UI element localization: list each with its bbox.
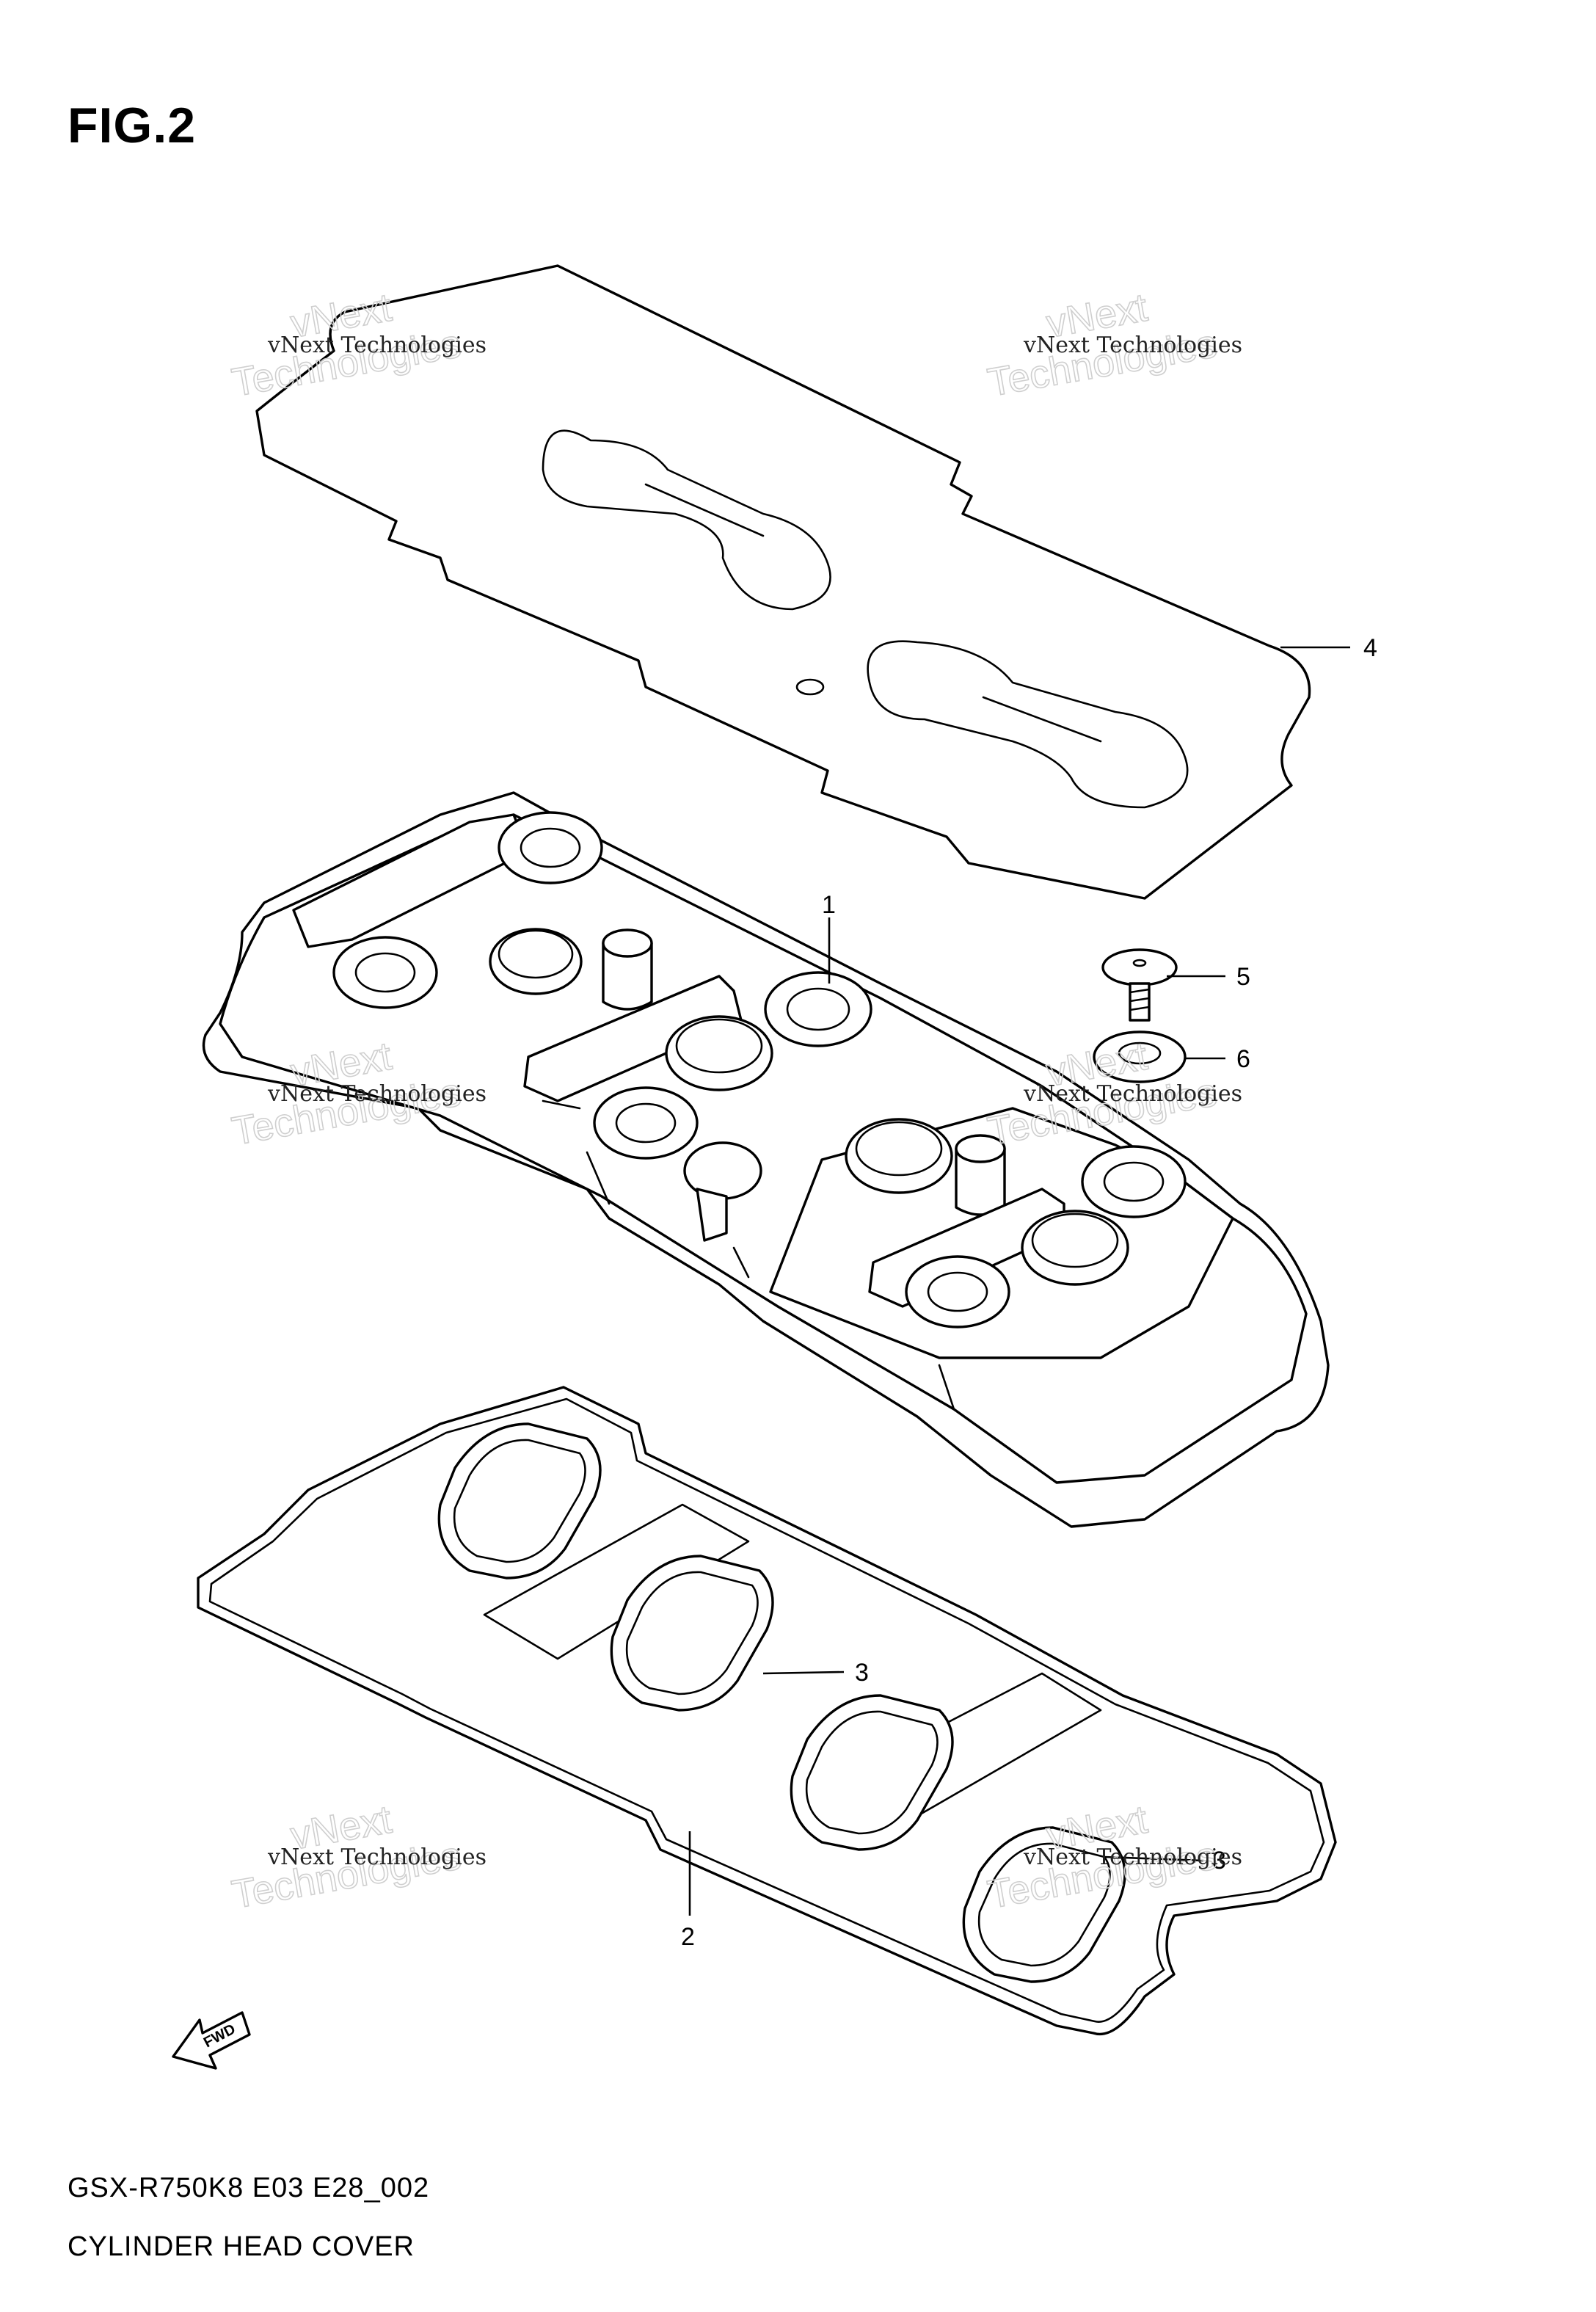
svg-text:vNext Technologies: vNext Technologies — [267, 332, 487, 358]
part-4-cover-plate — [255, 264, 1311, 900]
leader-lines — [688, 646, 1350, 1916]
cover-sensor-mount — [683, 1141, 762, 1242]
cover-bolt-boss-lower — [905, 1255, 1010, 1328]
cover-bolt-boss-left — [332, 936, 438, 1009]
model-code: GSX-R750K8 E03 E28_002 — [68, 2173, 430, 2203]
cover-bolt-boss-top — [498, 811, 603, 884]
cover-plug-hole-1 — [489, 928, 583, 995]
part-1-cylinder-head-cover — [202, 791, 1330, 1528]
callout-3-lower: 3 — [1212, 1847, 1226, 1875]
cover-bolt-boss-mid — [593, 1086, 699, 1160]
svg-text:vNext Technologies: vNext Technologies — [267, 1844, 487, 1870]
cover-bolt-boss-center — [764, 971, 872, 1047]
callout-3-upper: 3 — [855, 1659, 869, 1687]
callout-6: 6 — [1236, 1045, 1250, 1073]
callout-4: 4 — [1363, 634, 1377, 662]
cover-plug-hole-4 — [1021, 1210, 1129, 1286]
watermark-4: vNext Technologies vNext Technologies — [984, 1033, 1242, 1155]
callout-1: 1 — [822, 891, 836, 919]
sheet-title: CYLINDER HEAD COVER — [68, 2231, 415, 2262]
svg-text:vNext Technologies: vNext Technologies — [1023, 1844, 1242, 1870]
cover-bolt-boss-right — [1081, 1145, 1187, 1218]
callout-5: 5 — [1236, 963, 1250, 991]
figure-title: FIG.2 — [68, 98, 197, 153]
part-3-plug-seal-4 — [962, 1826, 1126, 1983]
part-5-bolt — [1101, 948, 1178, 1022]
watermark-2: vNext Technologies vNext Technologies — [984, 285, 1242, 406]
callout-2: 2 — [681, 1923, 695, 1951]
forward-direction-arrow: FWD — [172, 2011, 251, 2070]
cover-breather-pipe-2 — [955, 1134, 1006, 1216]
callout-labels: 4 1 5 6 3 3 2 — [681, 634, 1377, 1951]
watermark-group: vNext Technologies vNext Technologies vN… — [228, 285, 1242, 1918]
svg-text:vNext Technologies: vNext Technologies — [1023, 332, 1242, 358]
part-3-plug-seal-2 — [610, 1555, 774, 1712]
part-6-grommet — [1093, 1030, 1187, 1083]
part-3-plug-seal-3 — [790, 1694, 954, 1851]
watermark-3: vNext Technologies vNext Technologies — [228, 1033, 487, 1155]
part-3-plug-seal-1 — [437, 1422, 602, 1579]
cover-plug-hole-2 — [665, 1015, 773, 1091]
svg-text:vNext Technologies: vNext Technologies — [267, 1081, 487, 1107]
svg-text:vNext Technologies: vNext Technologies — [1023, 1081, 1242, 1107]
watermark-5: vNext Technologies vNext Technologies — [228, 1797, 487, 1918]
cover-plug-hole-3 — [845, 1118, 953, 1194]
cover-breather-pipe-1 — [602, 928, 653, 1011]
